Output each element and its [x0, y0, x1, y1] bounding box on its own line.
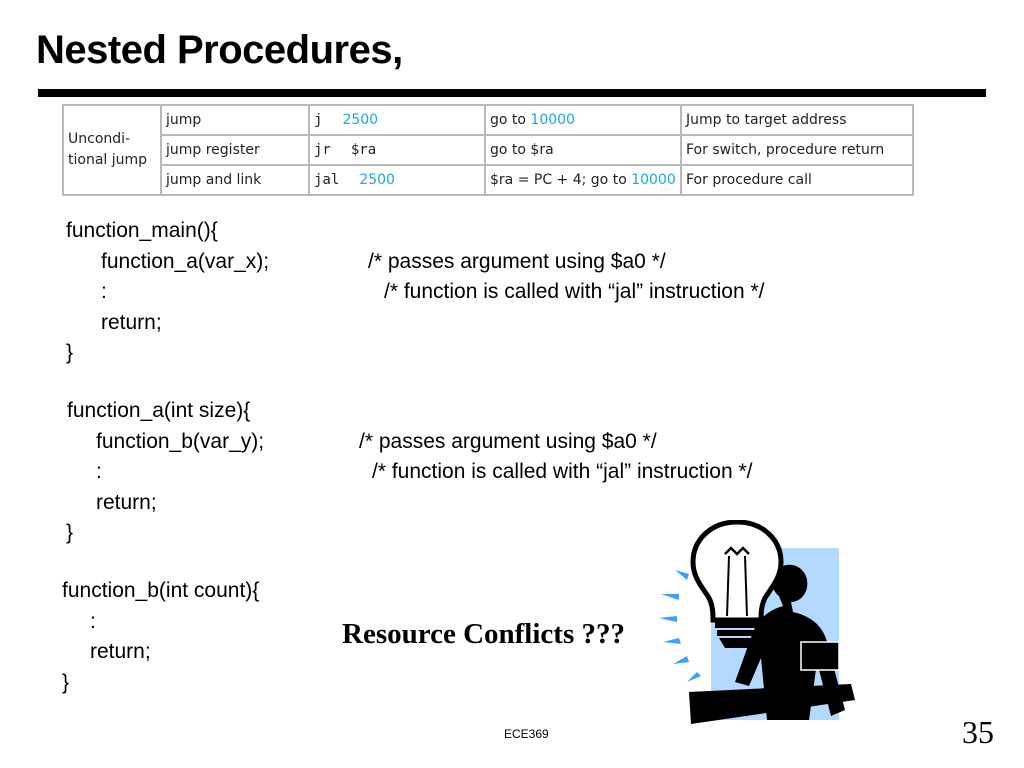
code-text: } — [66, 341, 74, 364]
instr-comment: For procedure call — [680, 164, 914, 196]
instr-example: jr $ra — [308, 134, 486, 166]
table-row: jump register jr $ra go to $ra For switch… — [63, 134, 914, 166]
code-text: : — [101, 280, 107, 303]
instr-meaning: go to $ra — [484, 134, 682, 166]
jump-instruction-table: Uncondi- tional jump jump j 2500 go to 10… — [62, 104, 914, 196]
code-block-function-b: function_b(int count){ : return; } — [62, 576, 362, 698]
instr-arg: 2500 — [359, 172, 395, 188]
code-line: function_a(var_x); /* passes argument usi… — [66, 247, 886, 278]
meaning-text: go to — [490, 112, 531, 128]
code-text: function_b(var_y); — [96, 429, 265, 453]
category-cell: Uncondi- tional jump — [62, 104, 162, 196]
code-comment: /* function is called with “jal” instruc… — [384, 280, 765, 303]
instr-example: j 2500 — [308, 104, 486, 136]
code-line: } — [66, 518, 886, 549]
instr-arg: $ra — [350, 142, 377, 158]
instr-comment: Jump to target address — [680, 104, 914, 136]
code-text: function_main(){ — [66, 219, 218, 242]
code-text: function_a(int size){ — [67, 399, 251, 422]
meaning-number: 10000 — [530, 112, 575, 128]
code-line: function_main(){ — [66, 216, 886, 247]
code-line: function_a(int size){ — [66, 396, 886, 427]
table-row: jump and link jal 2500 $ra = PC + 4; go t… — [63, 164, 914, 196]
lightbulb-idea-person-icon — [659, 520, 855, 724]
code-text: : — [90, 609, 96, 633]
code-comment: /* passes argument using $a0 */ — [359, 429, 657, 453]
instr-name: jump register — [160, 134, 310, 166]
table-row: Uncondi- tional jump jump j 2500 go to 10… — [62, 104, 914, 196]
meaning-number: 10000 — [631, 172, 676, 188]
category-line: tional jump — [68, 152, 148, 168]
code-line: return; — [66, 488, 886, 519]
code-line: } — [66, 338, 886, 369]
code-text: } — [62, 670, 70, 694]
resource-conflicts-callout: Resource Conflicts ??? — [342, 618, 625, 650]
code-line: : /* function is called with “jal” instru… — [66, 277, 886, 308]
page-number: 35 — [962, 714, 994, 750]
code-line: function_b(int count){ — [62, 576, 362, 607]
code-comment: /* passes argument using $a0 */ — [368, 249, 666, 273]
code-line: : — [62, 607, 362, 638]
code-text: return; — [90, 640, 151, 663]
briefcase — [800, 641, 840, 671]
light-rays — [659, 570, 701, 682]
footer-course-label: ECE369 — [504, 727, 549, 741]
code-text: return; — [96, 490, 157, 514]
instr-meaning: $ra = PC + 4; go to 10000 — [484, 164, 682, 196]
instr-arg: 2500 — [342, 112, 379, 128]
instr-op: jr — [314, 142, 331, 158]
code-line: } — [62, 668, 362, 699]
instr-op: j — [314, 112, 323, 128]
instr-op: jal — [314, 172, 340, 188]
title-underline — [38, 89, 986, 97]
meaning-text: go to $ra — [490, 142, 554, 158]
code-line: return; — [62, 637, 362, 668]
code-line: function_b(var_y); /* passes argument usi… — [66, 427, 886, 458]
category-line: Uncondi- — [68, 131, 131, 147]
code-text: function_a(var_x); — [101, 249, 270, 273]
code-comment: /* function is called with “jal” instruc… — [372, 460, 753, 483]
person-silhouette — [735, 564, 845, 720]
code-text: function_b(int count){ — [62, 579, 260, 602]
code-text: : — [96, 460, 102, 483]
code-text: return; — [101, 310, 162, 334]
lightbulb — [690, 520, 784, 648]
code-line: return; — [66, 308, 886, 339]
instr-name: jump and link — [160, 164, 310, 196]
instr-meaning: go to 10000 — [484, 104, 682, 136]
instr-comment: For switch, procedure return — [680, 134, 914, 166]
instr-example: jal 2500 — [308, 164, 486, 196]
step-ramp — [689, 684, 855, 724]
slide-title: Nested Procedures, — [36, 28, 403, 72]
code-text: } — [66, 521, 74, 544]
code-line: : /* function is called with “jal” instru… — [66, 457, 886, 488]
meaning-text: $ra = PC + 4; go to — [490, 172, 632, 188]
code-block-main: function_main(){ function_a(var_x); /* pa… — [66, 216, 886, 369]
code-block-function-a: function_a(int size){ function_b(var_y);… — [66, 396, 886, 549]
instr-name: jump — [160, 104, 310, 136]
